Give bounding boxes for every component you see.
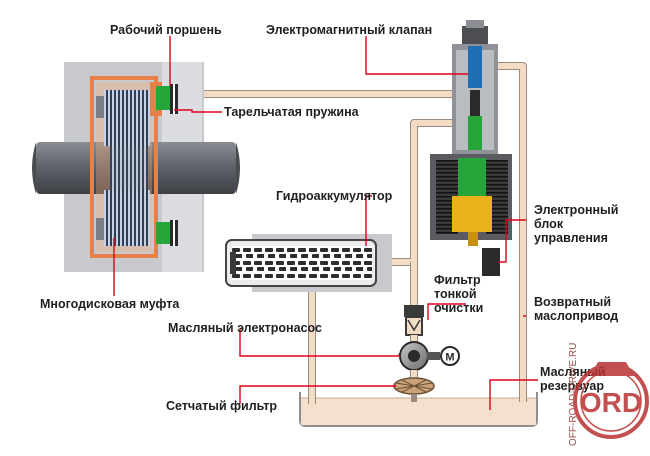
label-multidisc-clutch: Многодисковая муфта xyxy=(40,297,180,311)
leader-lines xyxy=(113,36,538,410)
label-oil-pump: Масляный электронасос xyxy=(168,321,322,335)
disc-spring xyxy=(170,84,178,114)
valve-plunger-green xyxy=(468,116,482,150)
working-piston xyxy=(156,86,174,110)
solenoid-armature xyxy=(452,196,492,232)
watermark-url: OFF-ROAD-DRIVE.RU xyxy=(568,343,579,446)
valve-spool-blue xyxy=(468,46,482,88)
label-ecu-line3: управления xyxy=(534,231,608,245)
clutch-assembly xyxy=(32,62,240,272)
solenoid-valve xyxy=(430,20,512,276)
label-disc-spring: Тарельчатая пружина xyxy=(224,105,360,119)
hydraulic-lines xyxy=(175,62,527,404)
oil-reservoir xyxy=(299,392,538,427)
label-working-piston: Рабочий поршень xyxy=(110,23,222,37)
label-reservoir-line1: Масляный xyxy=(540,365,606,379)
pump-motor-icon xyxy=(440,346,460,366)
disc-pack-top xyxy=(104,90,150,146)
motor-symbol: M xyxy=(445,352,454,364)
ecu-block xyxy=(482,248,500,276)
label-accumulator: Гидроаккумулятор xyxy=(276,189,393,203)
fine-filter xyxy=(404,305,424,346)
label-fine-filter-line2: тонкой xyxy=(434,287,477,301)
watermark-logo-text: ORD xyxy=(580,387,642,418)
label-ecu-line1: Электронный xyxy=(534,203,618,217)
label-solenoid-valve: Электромагнитный клапан xyxy=(266,23,432,37)
label-fine-filter-line3: очистки xyxy=(434,301,483,315)
mesh-filter xyxy=(393,377,435,402)
label-return-line1: Возвратный xyxy=(534,295,611,309)
disc-pack-bottom xyxy=(104,190,150,246)
label-return-line2: маслопривод xyxy=(534,309,618,323)
label-mesh-filter: Сетчатый фильтр xyxy=(166,399,277,413)
hydraulic-accumulator xyxy=(225,234,392,292)
watermark: OFF-ROAD-DRIVE.RU ORD xyxy=(568,343,649,446)
label-ecu-line2: блок xyxy=(534,217,564,231)
oil-pump: M xyxy=(397,341,460,380)
label-fine-filter-line1: Фильтр xyxy=(434,273,481,287)
